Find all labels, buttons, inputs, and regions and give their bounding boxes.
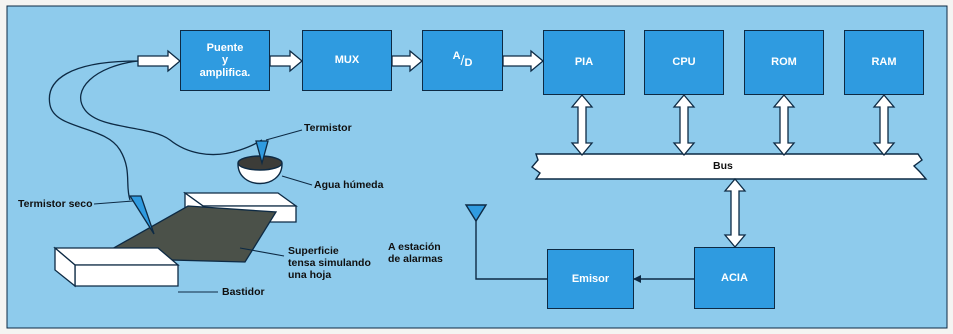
ad-label-sep: / bbox=[460, 52, 465, 69]
acia-block: ACIA bbox=[694, 247, 775, 309]
wet-thermistor-probe-icon bbox=[255, 140, 269, 166]
dry-thermistor-wire bbox=[48, 60, 139, 201]
dry-thermistor-probe-icon bbox=[128, 195, 155, 235]
superficie-label: Superficie tensa simulando una hoja bbox=[288, 245, 371, 282]
superficie-leader bbox=[239, 247, 285, 257]
alarm-station-label: A estación de alarmas bbox=[388, 241, 443, 266]
emisor-block: Emisor bbox=[547, 249, 634, 309]
signal-arrow-input bbox=[137, 49, 182, 73]
signal-arrow-mux-ad bbox=[391, 49, 424, 73]
bus-arrow-rom bbox=[772, 93, 796, 157]
agua-humeda-label: Agua húmeda bbox=[314, 179, 384, 191]
antenna-wire bbox=[475, 220, 547, 280]
bus-arrow-ram bbox=[872, 93, 896, 157]
signal-arrow-ad-pia bbox=[502, 49, 545, 73]
termistor-leader bbox=[265, 129, 303, 141]
termistor-seco-leader bbox=[93, 200, 134, 205]
agua-leader bbox=[281, 175, 313, 186]
ram-block: RAM bbox=[844, 30, 924, 95]
bus-bar bbox=[530, 153, 928, 180]
rom-block: ROM bbox=[744, 30, 824, 95]
ad-label-d: D bbox=[464, 57, 473, 70]
termistor-seco-label: Termistor seco bbox=[18, 198, 93, 210]
bastidor-label: Bastidor bbox=[222, 286, 265, 298]
bus-arrow-pia bbox=[570, 93, 594, 157]
bridge-amplifier-block: Puente y amplifica. bbox=[180, 30, 270, 91]
pia-block: PIA bbox=[543, 30, 625, 95]
signal-arrow-bridge-mux bbox=[269, 49, 304, 73]
wet-thermistor-wire bbox=[80, 60, 263, 156]
termistor-label: Termistor bbox=[304, 122, 352, 134]
ad-converter-block: A/D bbox=[422, 30, 503, 91]
frame-bar-icon bbox=[53, 246, 180, 288]
antenna-icon bbox=[464, 204, 488, 223]
cpu-block: CPU bbox=[644, 30, 724, 95]
bus-label: Bus bbox=[713, 160, 733, 172]
water-dish-icon bbox=[237, 155, 283, 185]
mux-block: MUX bbox=[302, 30, 392, 91]
bus-arrow-cpu bbox=[672, 93, 696, 157]
ad-label-a: A bbox=[452, 50, 461, 63]
